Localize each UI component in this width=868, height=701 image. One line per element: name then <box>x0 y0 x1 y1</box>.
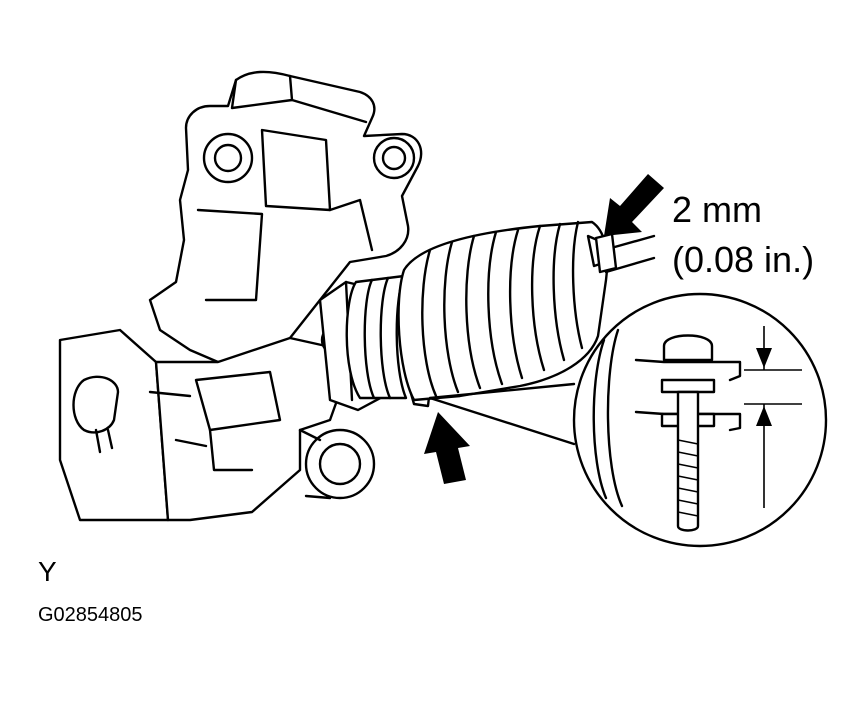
figure-code-label: G02854805 <box>38 604 143 626</box>
dimension-value-imperial: (0.08 in.) <box>672 239 815 280</box>
dimension-value-metric: 2 mm <box>672 189 762 230</box>
direction-arrows <box>424 174 664 484</box>
detail-magnified-view <box>572 292 828 548</box>
view-letter-label: Y <box>38 556 57 587</box>
rack-boot-bellows <box>397 220 656 402</box>
arrow-down-left <box>604 174 664 236</box>
arrow-up <box>424 412 470 484</box>
detail-leader-lines <box>428 382 576 446</box>
